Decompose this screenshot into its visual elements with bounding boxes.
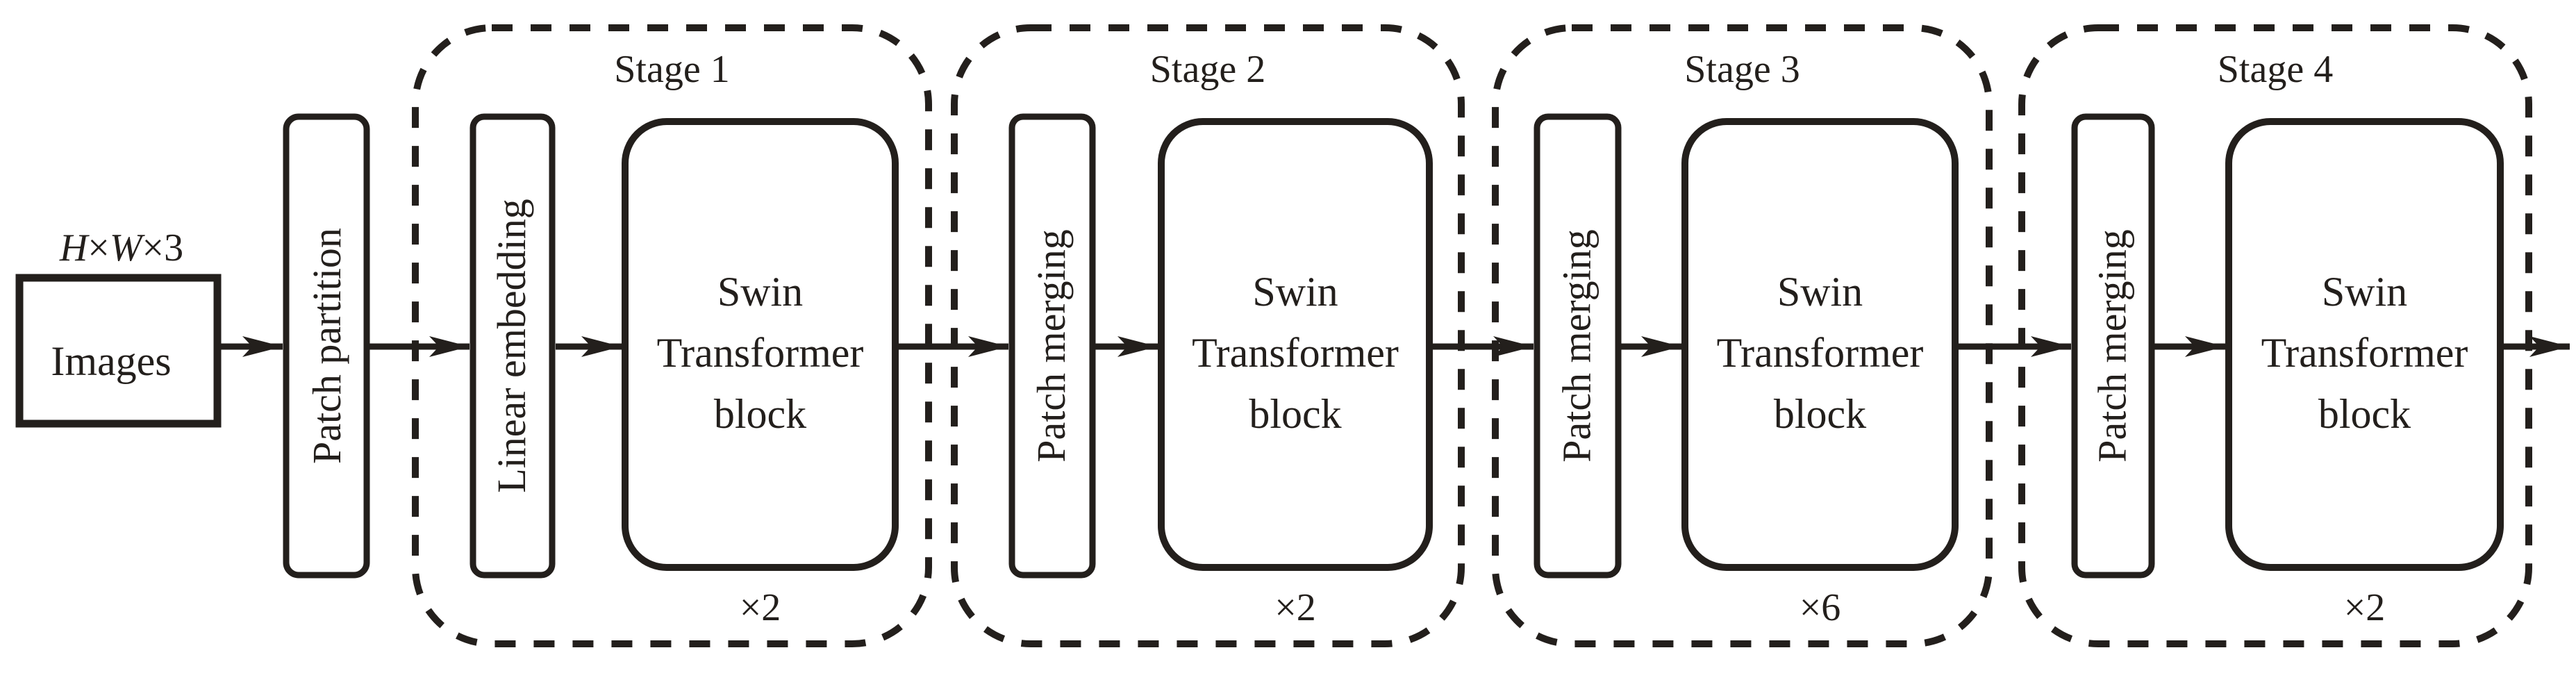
linear-embedding-label: Linear embedding (489, 199, 534, 493)
swin-block-label-line: Transformer (657, 330, 864, 376)
linear-embedding-box (470, 113, 556, 579)
repeat-count: ×6 (1800, 586, 1841, 629)
swin-block-label-line: Swin (1777, 269, 1863, 315)
swin-block-label-line: block (714, 391, 806, 437)
swin-block-label-line: block (2318, 391, 2411, 437)
stage-container (1492, 24, 1993, 647)
swin-block-label-line: Transformer (1717, 330, 1924, 376)
input-group: H×W×3 Images (15, 226, 222, 428)
swin-block-label-line: Swin (2322, 269, 2407, 315)
stage-title: Stage 2 (1150, 48, 1265, 91)
swin-transformer-block (1158, 118, 1433, 571)
patch-partition-group: Patch partition (283, 113, 370, 579)
stage-container (412, 24, 932, 647)
swin-block-label-line: block (1774, 391, 1866, 437)
images-box (15, 274, 222, 428)
swin-block-label-line: Swin (717, 269, 803, 315)
stage-container (2018, 24, 2532, 647)
stage-title: Stage 3 (1684, 48, 1800, 91)
stage-title: Stage 4 (2218, 48, 2333, 91)
swin-block-label-line: Transformer (1192, 330, 1399, 376)
stage-container (951, 24, 1465, 647)
stage-title: Stage 1 (614, 48, 729, 91)
patch-merging-box (1534, 113, 1622, 579)
swin-transformer-block (622, 118, 899, 571)
input-dims-label: H×W×3 (59, 226, 183, 269)
patch-partition-box (283, 113, 370, 579)
patch-merging-box (1008, 113, 1096, 579)
swin-block-label-line: Transformer (2261, 330, 2468, 376)
repeat-count: ×2 (2344, 586, 2386, 629)
repeat-count: ×2 (1274, 586, 1316, 629)
patch-merging-label: Patch merging (1554, 229, 1599, 463)
images-label: Images (51, 338, 171, 384)
swin-transformer-block (1681, 118, 1959, 571)
swin-transformer-block (2225, 118, 2504, 571)
patch-merging-label: Patch merging (2090, 229, 2135, 463)
repeat-count: ×2 (740, 586, 781, 629)
swin-block-label-line: block (1249, 391, 1341, 437)
patch-merging-label: Patch merging (1029, 229, 1074, 463)
patch-partition-label: Patch partition (304, 228, 349, 464)
patch-merging-box (2071, 113, 2155, 579)
swin-block-label-line: Swin (1252, 269, 1338, 315)
